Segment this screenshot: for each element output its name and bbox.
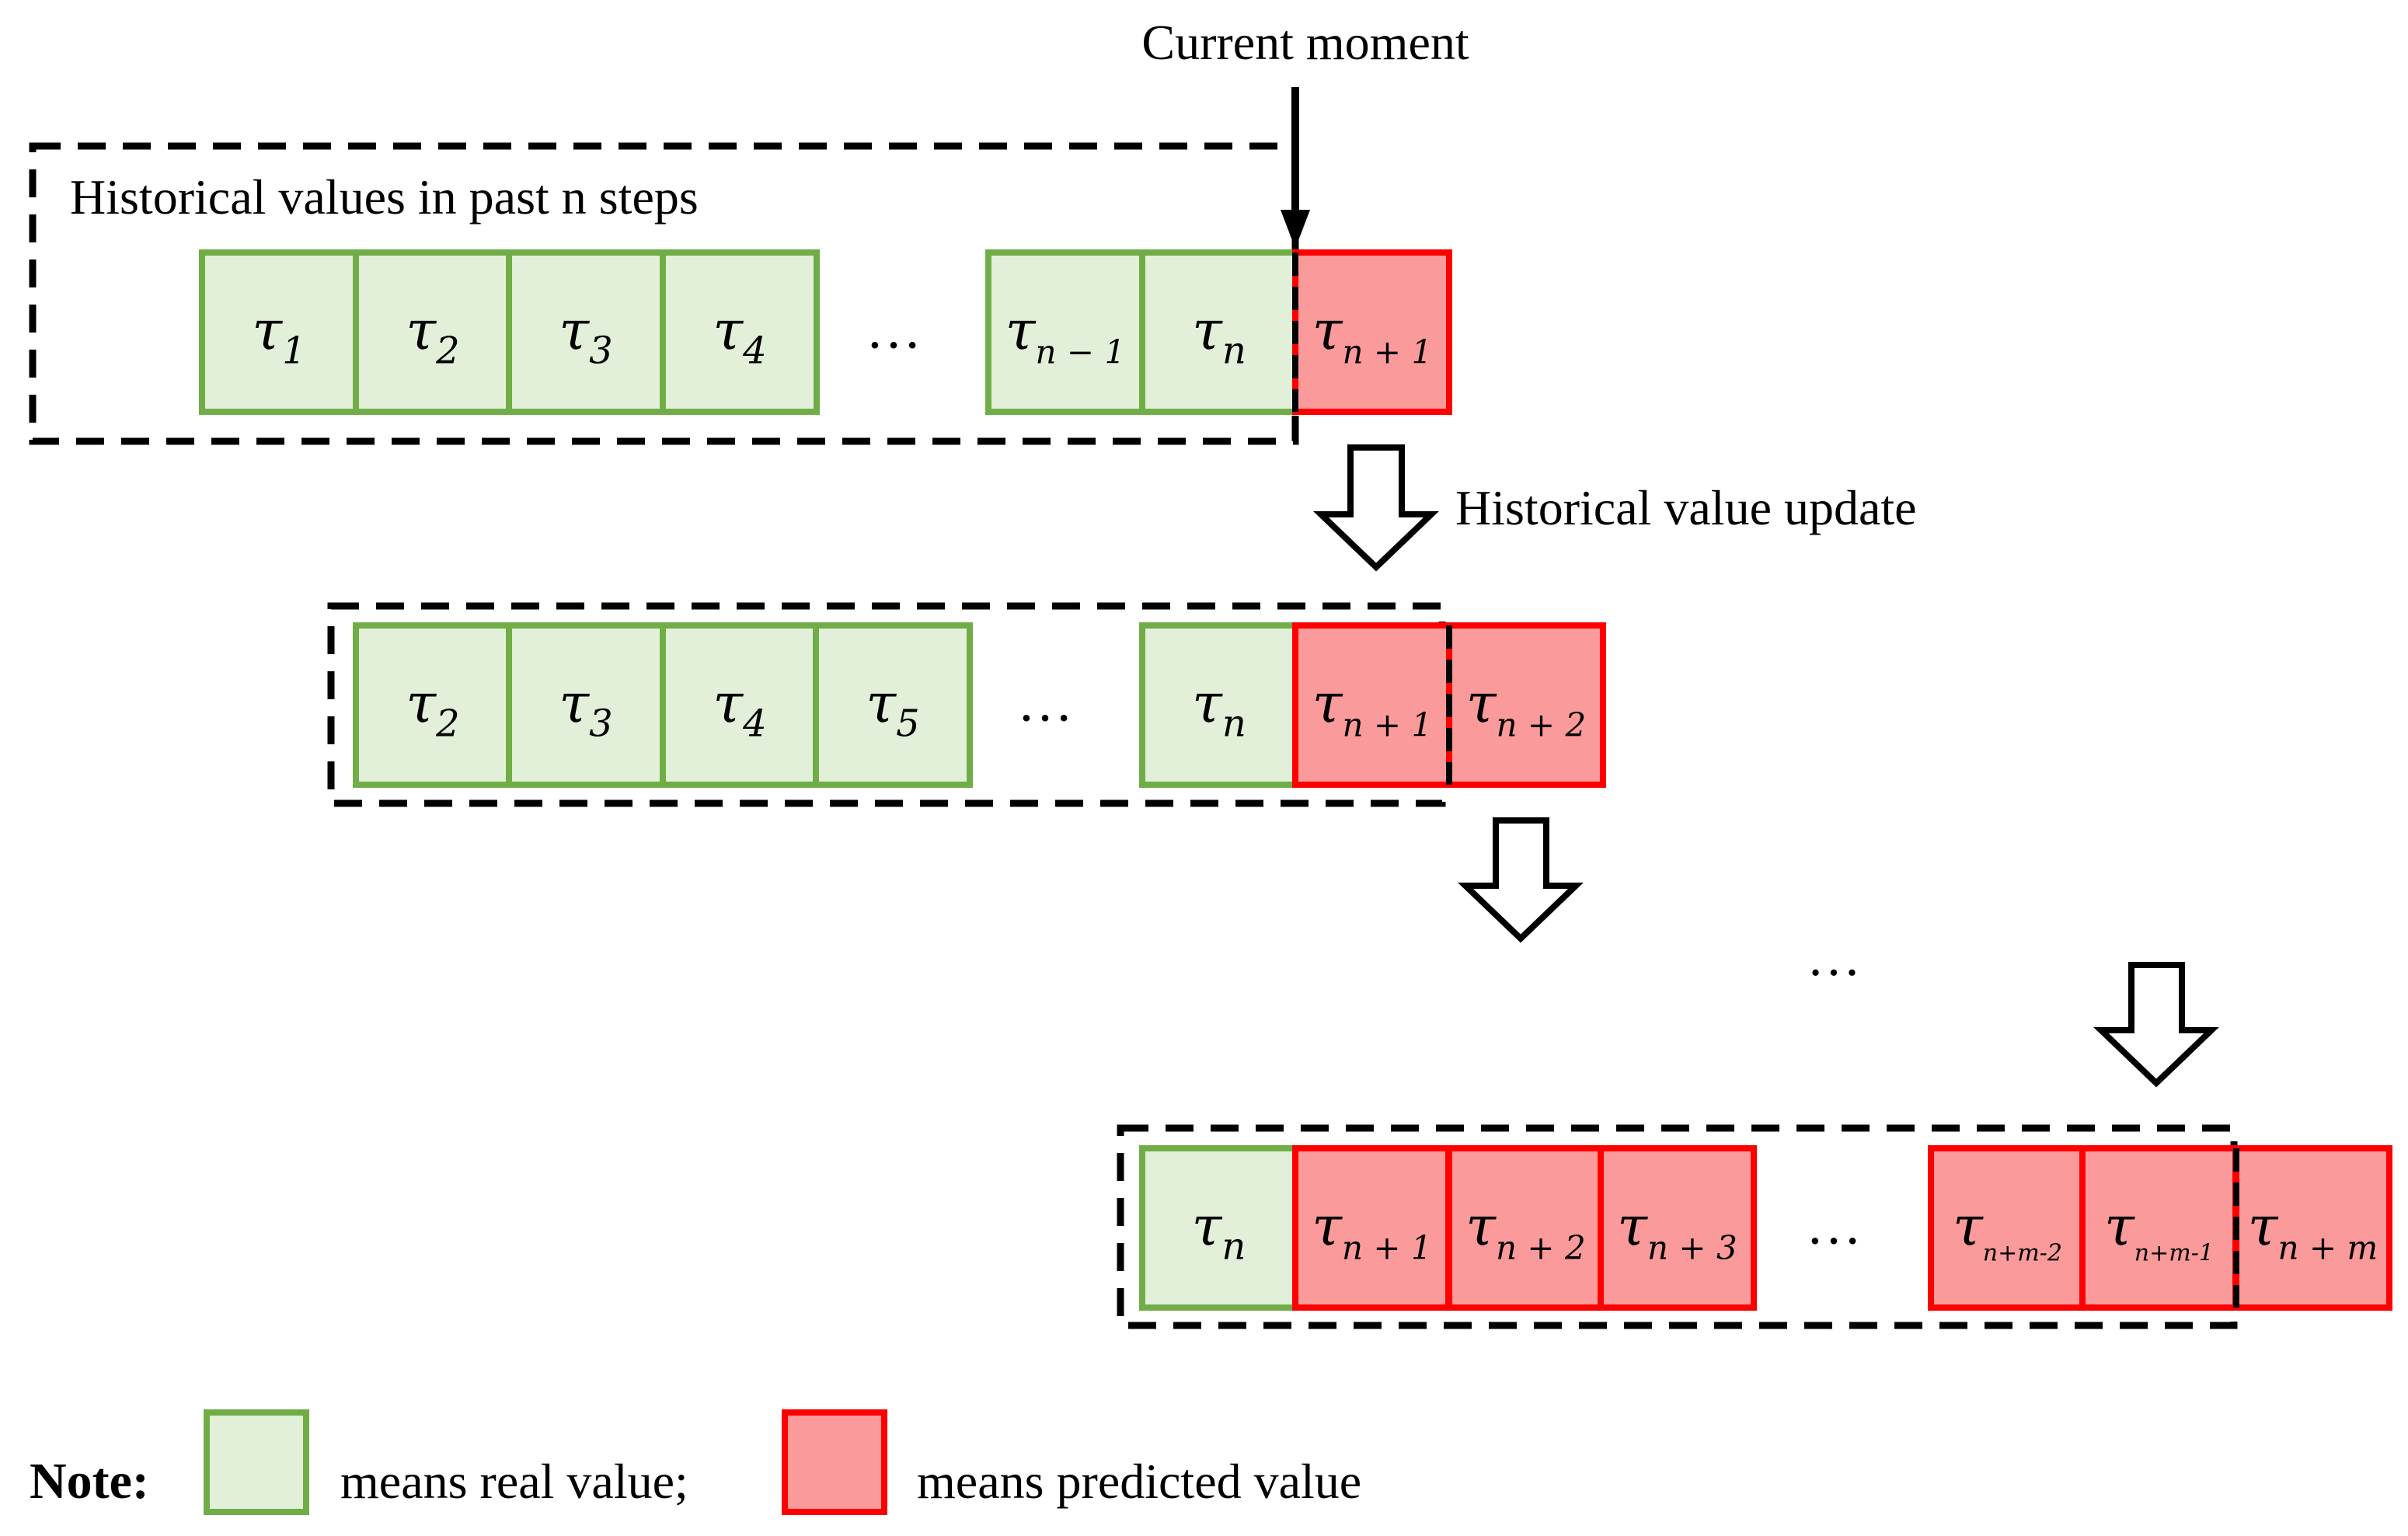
real-value-cell: [660, 249, 820, 415]
predicted-value-cell: [1292, 1145, 1451, 1311]
real-value-cell: [353, 249, 513, 415]
cell-label: τn + 3: [1617, 1195, 1737, 1267]
cell-label: τ5: [866, 672, 919, 746]
cell-label: τn: [1192, 672, 1246, 746]
cell-label: τn + 1: [1312, 1195, 1431, 1267]
update-label: Historical value update: [1455, 480, 1917, 535]
cell-label: τ3: [559, 672, 612, 746]
cell-label: τ1: [252, 299, 305, 373]
row-1-cells: τ1 τ2 τ3 τ4 … τn − 1 τn τn + 1: [199, 249, 1452, 415]
cell-label: τ4: [713, 299, 766, 373]
predicted-value-cell: [1598, 1145, 1757, 1311]
real-value-cell: [506, 249, 666, 415]
predicted-value-cell: [1928, 1145, 2087, 1311]
real-value-cell: [813, 622, 973, 788]
cell-label: τ4: [713, 672, 766, 746]
legend-real-text: means real value;: [340, 1454, 688, 1509]
predicted-value-cell: [1446, 622, 1606, 788]
cell-label: τn+m-2: [1953, 1195, 2062, 1267]
real-value-cell: [353, 622, 513, 788]
ellipsis: …: [1017, 671, 1073, 733]
real-value-cell: [199, 249, 359, 415]
cell-label: τn+m-1: [2104, 1195, 2214, 1267]
legend-pred-swatch: [782, 1409, 887, 1515]
window-dashed-box-2: [327, 602, 1446, 807]
cell-label: τn − 1: [1005, 299, 1125, 371]
window-dashed-box-3: [1117, 1124, 2238, 1329]
cell-label: τn + 1: [1312, 672, 1432, 744]
ellipsis: …: [866, 298, 922, 360]
cell-label: τ2: [406, 672, 459, 746]
step-ellipsis: …: [1807, 928, 1861, 987]
cell-label: τ2: [406, 299, 459, 373]
update-arrow-1: [1313, 444, 1439, 572]
real-value-cell: [506, 622, 666, 788]
cell-label: τn + 2: [1466, 672, 1586, 744]
cell-label: τn: [1192, 299, 1246, 373]
cell-label: τ3: [559, 299, 612, 373]
current-moment-arrowhead: [1281, 210, 1310, 249]
row-2-cells: τ2 τ3 τ4 τ5 … τn τn + 1 τn + 2: [353, 622, 1606, 788]
ellipsis: …: [1806, 1194, 1862, 1256]
legend-pred-text: means predicted value: [917, 1454, 1361, 1509]
window-title: Historical values in past n steps: [70, 169, 699, 225]
row-3-cells: τn τn + 1 τn + 2 τn + 3 … τn+m-2 τn+m-1 τn + m: [1139, 1145, 2392, 1311]
cell-label: τn + m: [2248, 1195, 2378, 1267]
current-moment-label: Current moment: [1141, 15, 1469, 70]
cell-label: τn + 2: [1465, 1195, 1585, 1267]
note-title: Note:: [30, 1453, 149, 1510]
update-arrow-3: [2093, 962, 2219, 1088]
cell-label: τn + 1: [1312, 299, 1432, 371]
cell-label: τn: [1192, 1195, 1246, 1269]
real-value-cell: [985, 249, 1145, 415]
legend: Note: means real value; means predicted …: [30, 1409, 1361, 1515]
update-arrow-2: [1458, 817, 1584, 943]
legend-real-swatch: [204, 1409, 309, 1515]
